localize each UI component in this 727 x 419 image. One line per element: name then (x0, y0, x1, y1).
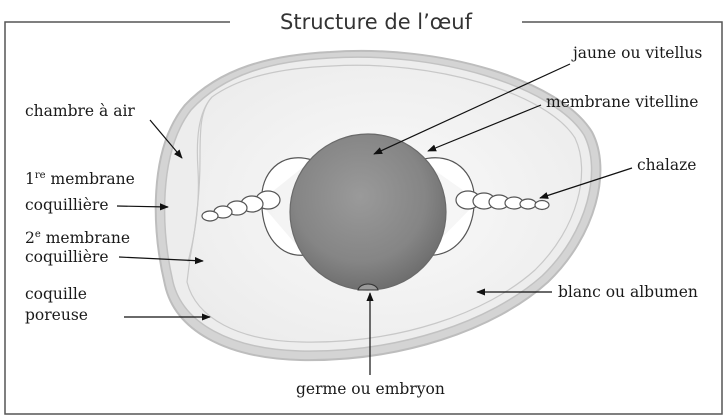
label-membrane-1-line1: 1re membrane (25, 170, 135, 188)
label-chalaze: chalaze (637, 156, 696, 174)
label-jaune: jaune ou vitellus (571, 44, 702, 62)
label-membrane-vitelline: membrane vitelline (546, 93, 698, 111)
label-membrane-2-line2: coquillière (25, 248, 109, 266)
label-germe: germe ou embryon (296, 380, 445, 398)
label-membrane-2-line1: 2e membrane (25, 229, 130, 247)
label-chambre-air: chambre à air (25, 102, 135, 120)
label-blanc: blanc ou albumen (558, 283, 698, 301)
label-coquille-line2: poreuse (25, 306, 88, 324)
label-coquille-line1: coquille (25, 285, 87, 303)
label-membrane-1-line2: coquillière (25, 196, 109, 214)
yolk (290, 134, 446, 290)
diagram-title: Structure de l’œuf (280, 10, 473, 34)
